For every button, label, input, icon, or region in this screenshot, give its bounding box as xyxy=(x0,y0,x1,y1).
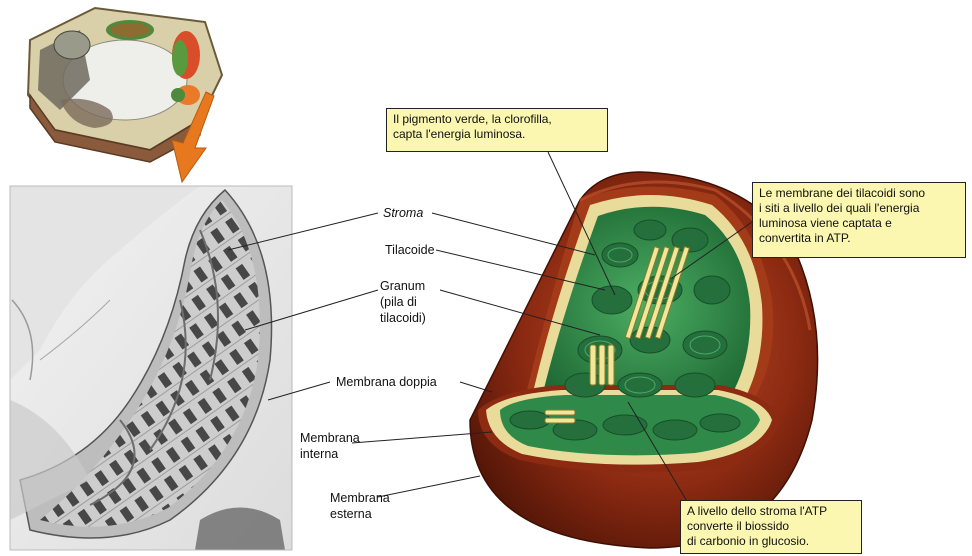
label-stroma: Stroma xyxy=(383,205,423,221)
label-stroma-text: Stroma xyxy=(383,205,423,221)
callout-stroma-atp: A livello dello stroma l'ATP converte il… xyxy=(680,500,862,554)
callout-stroma-atp-line1: A livello dello stroma l'ATP xyxy=(687,504,855,519)
callout-stroma-atp-line2: converte il biossido xyxy=(687,519,855,534)
label-granum: Granum (pila di tilacoidi) xyxy=(380,278,426,326)
callout-stroma-atp-line3: di carbonio in glucosio. xyxy=(687,534,855,549)
label-membrana-interna: Membrana interna xyxy=(300,430,360,462)
label-membrana-interna-line1: Membrana xyxy=(300,430,360,446)
callout-tilacoidi-line3: luminosa viene captata e xyxy=(759,216,959,231)
callout-tilacoidi-line2: i siti a livello dei quali l'energia xyxy=(759,201,959,216)
label-tilacoide-text: Tilacoide xyxy=(385,242,435,258)
callout-clorofilla-line1: Il pigmento verde, la clorofilla, xyxy=(393,112,601,127)
label-granum-line3: tilacoidi) xyxy=(380,310,426,326)
label-membrana-doppia-text: Membrana doppia xyxy=(336,374,437,390)
micrograph xyxy=(10,186,292,550)
callout-tilacoidi: Le membrane dei tilacoidi sono i siti a … xyxy=(752,182,966,258)
callout-tilacoidi-line1: Le membrane dei tilacoidi sono xyxy=(759,186,959,201)
label-membrana-doppia: Membrana doppia xyxy=(336,374,437,390)
label-membrana-esterna-line2: esterna xyxy=(330,506,390,522)
label-tilacoide: Tilacoide xyxy=(385,242,435,258)
label-granum-line1: Granum xyxy=(380,278,426,294)
callout-clorofilla: Il pigmento verde, la clorofilla, capta … xyxy=(386,108,608,152)
label-membrana-esterna: Membrana esterna xyxy=(330,490,390,522)
callout-tilacoidi-line4: convertita in ATP. xyxy=(759,231,959,246)
label-membrana-esterna-line1: Membrana xyxy=(330,490,390,506)
label-granum-line2: (pila di xyxy=(380,294,426,310)
label-membrana-interna-line2: interna xyxy=(300,446,360,462)
callout-clorofilla-line2: capta l'energia luminosa. xyxy=(393,127,601,142)
